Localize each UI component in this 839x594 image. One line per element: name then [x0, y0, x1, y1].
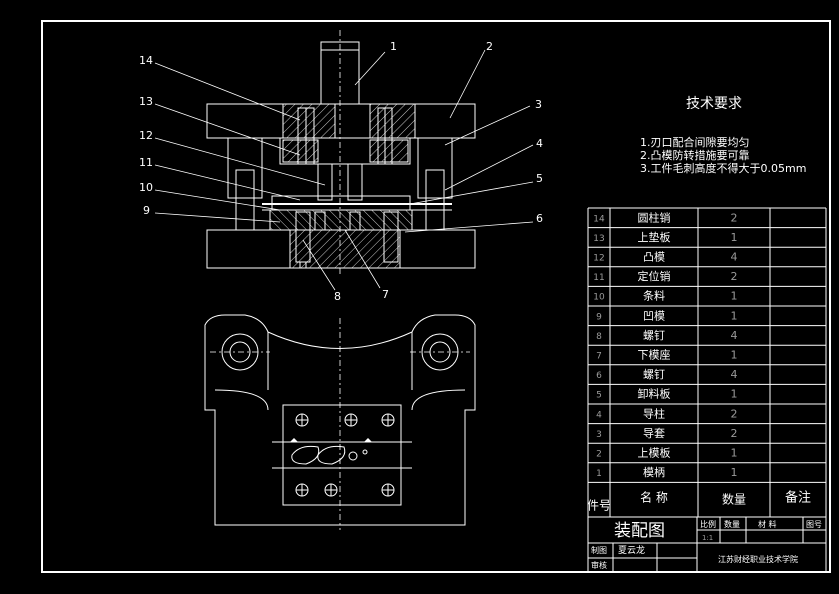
callout-2: 2 — [486, 40, 493, 53]
parts-row-qty: 1 — [731, 231, 738, 244]
parts-row-no: 3 — [596, 430, 602, 440]
top-view — [204, 314, 476, 530]
parts-row-qty: 2 — [731, 407, 738, 420]
die-block — [269, 209, 413, 231]
guide-bush-left — [227, 137, 263, 199]
callout-1: 1 — [390, 40, 397, 53]
parts-row-qty: 1 — [731, 290, 738, 303]
drawing-frame — [41, 20, 831, 573]
parts-row-name: 定位销 — [638, 269, 671, 283]
parts-row-no: 9 — [596, 312, 602, 322]
drawn-by: 夏云龙 — [618, 544, 645, 556]
parts-row-no: 1 — [596, 469, 602, 479]
parts-row-qty: 1 — [731, 309, 738, 322]
parts-row-qty: 2 — [731, 211, 738, 224]
parts-row-qty: 4 — [731, 251, 738, 264]
parts-row-name: 下模座 — [638, 348, 671, 362]
callout-6: 6 — [536, 212, 543, 225]
parts-row-qty: 1 — [731, 349, 738, 362]
callout-7: 7 — [382, 288, 389, 301]
parts-row-qty: 2 — [731, 427, 738, 440]
callout-numbers: 1 2 3 4 5 6 7 8 9 10 11 12 13 14 — [139, 40, 543, 303]
school-name: 江苏财经职业技术学院 — [718, 554, 798, 564]
callout-4: 4 — [536, 137, 543, 150]
callout-3: 3 — [535, 98, 542, 111]
callout-12: 12 — [139, 129, 153, 142]
parts-row-name: 卸料板 — [638, 387, 671, 401]
section-view — [206, 30, 476, 275]
scale-label: 比例 — [700, 519, 716, 529]
parts-row-name: 导套 — [643, 427, 665, 440]
parts-row-name: 螺钉 — [643, 368, 665, 381]
parts-row-no: 7 — [596, 352, 602, 362]
parts-row-qty: 1 — [731, 466, 738, 479]
drawing-no-label: 图号 — [806, 520, 822, 529]
parts-row-no: 2 — [596, 450, 602, 460]
parts-row-qty: 2 — [731, 270, 738, 283]
material-label: 材 料 — [758, 519, 777, 529]
upper-die-plate — [206, 103, 476, 139]
tech-requirements: 技术要求 1.刃口配合间隙要均匀 2.凸模防转措施要可靠 3.工件毛刺高度不得大… — [640, 96, 806, 175]
parts-row-name: 凹模 — [643, 309, 665, 322]
tech-title: 技术要求 — [686, 96, 742, 112]
parts-row-no: 13 — [593, 234, 604, 244]
qty-label: 数量 — [724, 519, 740, 529]
parts-row-no: 4 — [596, 410, 602, 420]
parts-row-no: 14 — [593, 214, 605, 224]
callout-8: 8 — [334, 290, 341, 303]
callout-9: 9 — [143, 204, 150, 217]
parts-row-no: 8 — [596, 332, 602, 342]
parts-row-no: 11 — [593, 273, 604, 283]
callout-14: 14 — [139, 54, 153, 67]
callout-leaders — [154, 49, 534, 291]
tech-item-3: 3.工件毛刺高度不得大于0.05mm — [640, 161, 806, 175]
parts-row-name: 导柱 — [643, 406, 665, 420]
parts-row-no: 5 — [596, 391, 602, 401]
parts-row-qty: 4 — [731, 368, 738, 381]
callout-13: 13 — [139, 95, 153, 108]
parts-row-qty: 4 — [731, 329, 738, 342]
parts-row-qty: 1 — [731, 388, 738, 401]
parts-row-name: 上垫板 — [638, 230, 671, 244]
drawn-by-label: 制图 — [591, 545, 607, 555]
parts-row-name: 凸模 — [643, 251, 665, 264]
guide-bush-right — [417, 137, 453, 199]
parts-row-name: 螺钉 — [643, 329, 665, 342]
parts-row-name: 模柄 — [643, 466, 665, 479]
callout-11: 11 — [139, 156, 153, 169]
die-plate-top — [282, 404, 402, 506]
title-block: 装配图 比例 数量 材 料 图号 1:1 制图 夏云龙 审核 江苏财经职业技术学… — [587, 516, 827, 573]
tech-item-1: 1.刃口配合间隙要均匀 — [640, 135, 750, 149]
drawing-title: 装配图 — [614, 521, 665, 541]
parts-row-no: 10 — [593, 293, 605, 303]
parts-row-name: 条料 — [643, 289, 665, 303]
parts-row-name: 上模板 — [638, 446, 671, 460]
scale-value: 1:1 — [702, 534, 713, 542]
header-name: 名 称 — [640, 489, 668, 504]
parts-row-qty: 1 — [731, 447, 738, 460]
tech-item-2: 2.凸模防转措施要可靠 — [640, 148, 750, 162]
guide-post-left — [235, 169, 255, 231]
backing-plate — [279, 137, 411, 165]
callout-5: 5 — [536, 172, 543, 185]
header-qty: 数量 — [722, 491, 746, 506]
callout-10: 10 — [139, 181, 153, 194]
punch — [317, 163, 333, 201]
checked-by-label: 审核 — [591, 560, 607, 570]
parts-row-name: 圆柱销 — [638, 210, 671, 224]
header-no: 件号 — [587, 498, 611, 512]
parts-row-no: 6 — [596, 371, 602, 381]
header-remark: 备注 — [785, 489, 811, 505]
guide-post-right — [425, 169, 445, 231]
parts-row-no: 12 — [593, 254, 604, 264]
